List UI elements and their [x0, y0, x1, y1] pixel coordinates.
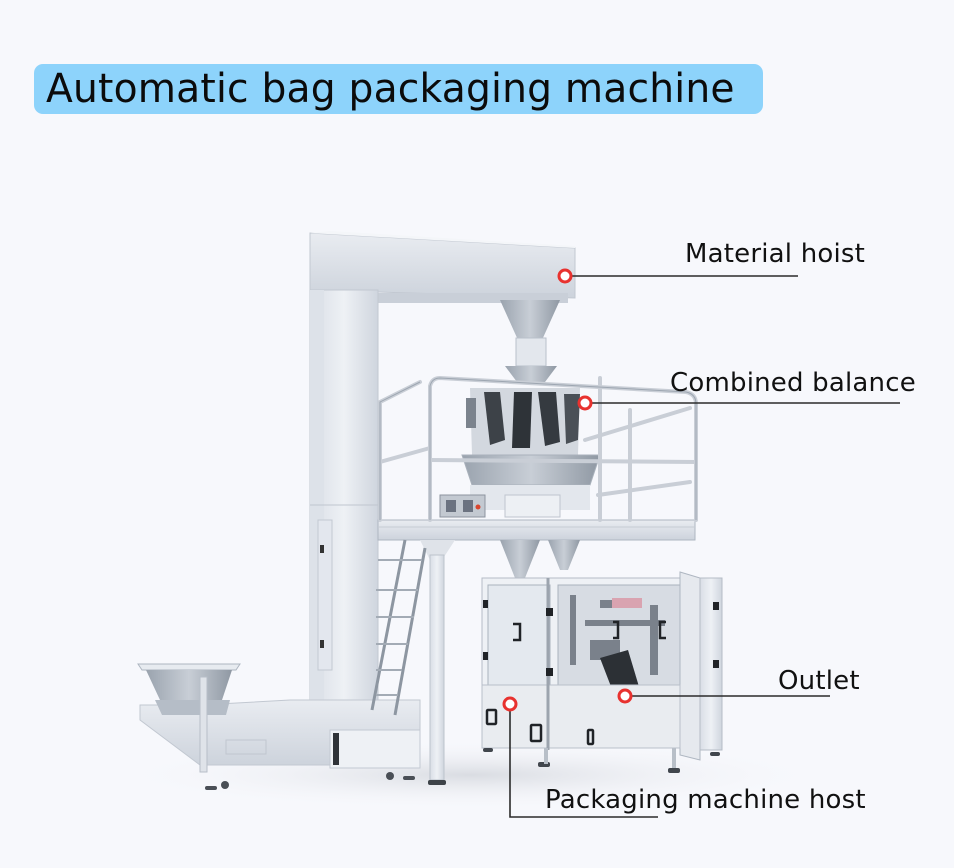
marker-dot-icon — [557, 268, 573, 284]
title-banner: Automatic bag packaging machine — [34, 64, 763, 114]
marker-dot-icon — [577, 395, 593, 411]
marker-dot-icon — [617, 688, 633, 704]
callout-markers — [502, 268, 633, 712]
packaging-machine-host — [481, 571, 723, 773]
leader-line-packaging-host — [509, 704, 658, 818]
callout-packaging-machine-host: Packaging machine host — [545, 785, 866, 815]
marker-dot-icon — [502, 696, 518, 712]
combined-balance — [370, 375, 698, 785]
callout-outlet: Outlet — [778, 666, 860, 696]
callout-material-hoist: Material hoist — [685, 239, 866, 269]
callout-combined-balance: Combined balance — [670, 368, 916, 398]
page-title: Automatic bag packaging machine — [46, 66, 735, 112]
